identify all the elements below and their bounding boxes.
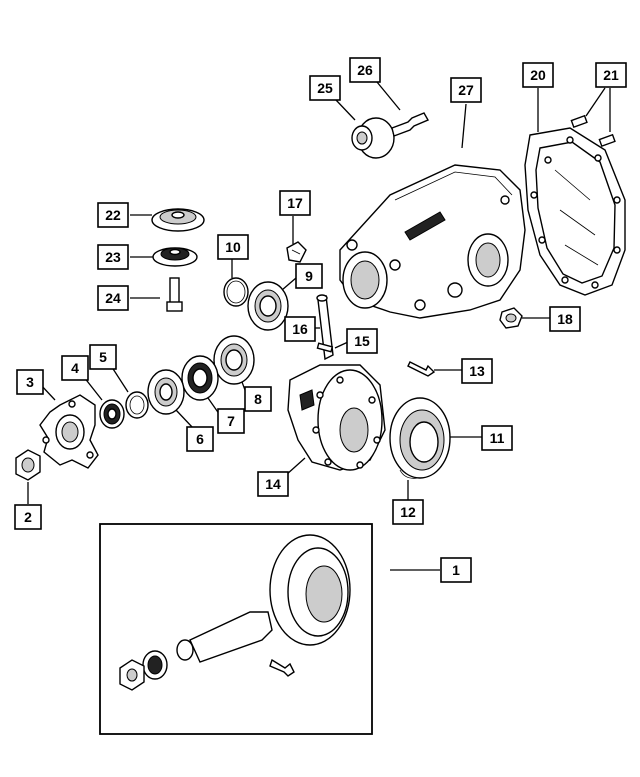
callout-27: 27 <box>450 77 482 103</box>
callout-27-text: 27 <box>458 82 474 98</box>
case-bearing-illustration <box>389 397 451 479</box>
callout-17: 17 <box>279 190 311 216</box>
callout-20: 20 <box>522 62 554 88</box>
bearing-cup-illustration <box>181 355 219 401</box>
pinion-bearing-inner-illustration <box>147 369 185 415</box>
callout-12-text: 12 <box>400 504 416 520</box>
callout-21-text: 21 <box>603 67 619 83</box>
pinion-bearing-outer-illustration <box>213 335 255 385</box>
ring-pinion-gear-set-illustration <box>119 534 351 691</box>
bearing-race-illustration <box>399 469 419 479</box>
callout-5-text: 5 <box>99 349 107 365</box>
leader-15 <box>334 341 349 349</box>
callout-4: 4 <box>61 355 89 381</box>
leader-26 <box>376 81 401 111</box>
callout-15-text: 15 <box>354 333 370 349</box>
callout-14-text: 14 <box>265 476 281 492</box>
callout-3-text: 3 <box>26 374 34 390</box>
gear-set-inset-frame <box>99 523 373 735</box>
upper-bushing-illustration <box>151 208 205 232</box>
callout-23-text: 23 <box>105 249 121 265</box>
callout-13-text: 13 <box>469 363 485 379</box>
side-bearing-illustration <box>247 281 289 331</box>
callout-8: 8 <box>244 386 272 412</box>
cross-shaft-illustration <box>316 294 334 361</box>
leader-14 <box>285 457 306 476</box>
callout-8-text: 8 <box>254 391 262 407</box>
leader-9 <box>281 277 297 291</box>
lower-bushing-illustration <box>152 247 198 267</box>
callout-18: 18 <box>549 306 581 332</box>
callout-5: 5 <box>89 344 117 370</box>
callout-16: 16 <box>284 316 316 342</box>
leader-lines <box>27 81 611 571</box>
leader-21a <box>585 87 606 117</box>
callout-2: 2 <box>14 504 42 530</box>
callout-7-text: 7 <box>227 413 235 429</box>
snap-ring-illustration <box>223 277 249 307</box>
callout-2-text: 2 <box>24 509 32 525</box>
mount-bolt-illustration <box>391 112 429 137</box>
callout-9: 9 <box>295 263 323 289</box>
rear-cover-illustration <box>524 127 626 296</box>
callout-10: 10 <box>217 234 249 260</box>
callout-12: 12 <box>392 499 424 525</box>
plug-illustration <box>499 307 523 329</box>
leader-6 <box>175 409 194 429</box>
callout-26: 26 <box>349 57 381 83</box>
callout-23: 23 <box>97 244 129 270</box>
spacer-ring-illustration <box>125 391 149 419</box>
callout-9-text: 9 <box>305 268 313 284</box>
callout-10-text: 10 <box>225 239 241 255</box>
callout-1: 1 <box>440 557 472 583</box>
callout-16-text: 16 <box>292 321 308 337</box>
callout-24: 24 <box>97 285 129 311</box>
callout-17-text: 17 <box>287 195 303 211</box>
mount-bushing-illustration <box>351 117 395 159</box>
leader-27 <box>461 103 467 149</box>
companion-flange-illustration <box>39 394 99 469</box>
pinion-seal-illustration <box>99 399 125 429</box>
callout-18-text: 18 <box>557 311 573 327</box>
carrier-housing-illustration <box>339 164 526 319</box>
clip-illustration <box>286 241 307 263</box>
callout-11: 11 <box>481 425 513 451</box>
callout-15: 15 <box>346 328 378 354</box>
callout-13: 13 <box>461 358 493 384</box>
pinion-nut-illustration <box>15 449 41 481</box>
callout-20-text: 20 <box>530 67 546 83</box>
leader-25 <box>335 99 356 121</box>
callout-14: 14 <box>257 471 289 497</box>
differential-case-illustration <box>287 364 386 471</box>
callout-7: 7 <box>217 408 245 434</box>
callout-24-text: 24 <box>105 290 121 306</box>
lock-pin-illustration <box>316 342 334 353</box>
callout-1-text: 1 <box>452 562 460 578</box>
callout-11-text: 11 <box>490 430 505 446</box>
cover-bolts-illustration <box>570 114 616 148</box>
callout-25-text: 25 <box>317 80 333 96</box>
callout-25: 25 <box>309 75 341 101</box>
callout-21: 21 <box>595 62 627 88</box>
callout-22: 22 <box>97 202 129 228</box>
callout-22-text: 22 <box>105 207 121 223</box>
small-bolt-illustration <box>407 361 436 377</box>
callout-3: 3 <box>16 369 44 395</box>
callout-6: 6 <box>186 426 214 452</box>
callout-6-text: 6 <box>196 431 204 447</box>
callout-26-text: 26 <box>357 62 373 78</box>
callout-4-text: 4 <box>71 360 79 376</box>
bushing-bolt-illustration <box>166 277 183 312</box>
